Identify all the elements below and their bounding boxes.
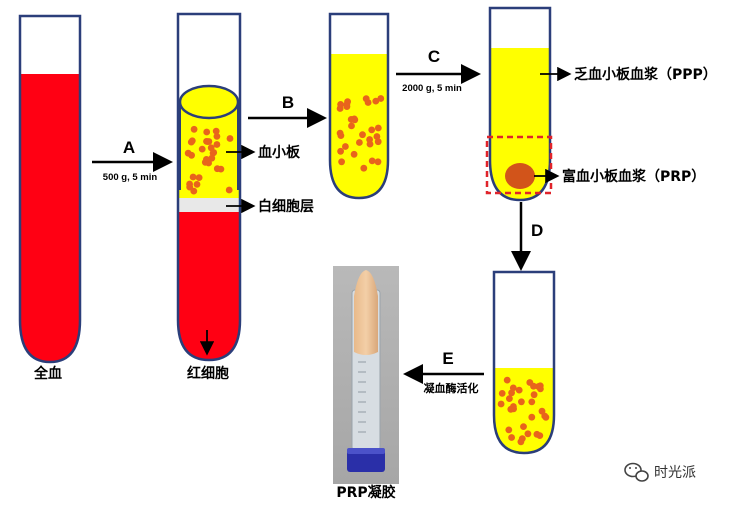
platelet-dot (497, 400, 505, 408)
whole-blood-label: 全血 (33, 365, 62, 382)
platelet-dot (360, 164, 368, 172)
platelet-dot (368, 126, 376, 134)
step-c-letter: C (428, 47, 440, 66)
step-a-condition: 500 g, 5 min (103, 172, 158, 183)
platelet-dot (517, 438, 525, 446)
platelet-dot (526, 379, 534, 386)
platelet-dot (350, 115, 358, 123)
platelet-dot (524, 430, 532, 438)
buffy-coat-layer (178, 198, 240, 212)
platelet-dot (503, 376, 511, 384)
platelet-dot (195, 174, 203, 182)
platelet-dot (210, 149, 218, 156)
step-e-condition: 凝血酶活化 (424, 381, 479, 395)
platelet-dot (359, 131, 366, 139)
red-cell-layer (178, 212, 240, 360)
platelet-dot (350, 150, 358, 158)
step-b-letter: B (282, 93, 294, 112)
platelet-dot (520, 423, 527, 430)
platelet-dot (213, 141, 221, 148)
prp-label: 富血小板血浆（PRP） (562, 168, 705, 185)
buffy-coat-label: 白细胞层 (258, 198, 314, 215)
platelet-dot (356, 139, 363, 146)
platelet-dot (337, 132, 345, 140)
tube-plasma (328, 12, 390, 200)
platelet-dot (198, 145, 206, 153)
platelet-dot (362, 95, 370, 103)
platelet-dot (226, 135, 234, 142)
platelet-dot (528, 413, 536, 421)
tube-separated (176, 12, 242, 362)
platelet-dot (189, 173, 197, 181)
platelet-dot (343, 103, 351, 110)
platelet-dot (528, 398, 536, 406)
platelet-dot (366, 140, 374, 148)
platelet-dot (505, 426, 513, 434)
platelet-dot (498, 390, 506, 397)
platelet-dot (188, 137, 196, 145)
platelet-dot (530, 391, 538, 399)
tube-whole-blood (18, 14, 82, 364)
platelet-dot (208, 154, 216, 162)
red-cells-label: 红细胞 (187, 365, 229, 382)
platelet-dot (508, 434, 515, 441)
platelet-dot (337, 147, 344, 155)
platelet-dots-tube2 (184, 125, 234, 195)
prp-pellet (505, 163, 535, 189)
platelet-dot (338, 158, 345, 166)
platelet-dot (190, 125, 198, 133)
platelet-dot (373, 133, 381, 140)
step-d-letter: D (531, 221, 543, 240)
platelet-dot (368, 157, 376, 165)
prp-gel-photo (333, 266, 399, 484)
platelet-dot (213, 165, 221, 173)
platelet-dot (201, 158, 209, 166)
tube-prp (492, 270, 556, 455)
tube-ppp-prp (485, 6, 553, 202)
plasma-cylinder-top (178, 84, 240, 120)
platelet-dot (374, 124, 382, 132)
prp-gel-clot (354, 270, 378, 355)
ppp-label: 乏血小板血浆（PPP） (574, 66, 717, 83)
platelet-dot (213, 133, 221, 140)
step-e-letter: E (442, 349, 453, 368)
platelet-dot (374, 138, 382, 146)
watermark: 时光派 (624, 462, 696, 482)
watermark-text: 时光派 (654, 465, 696, 481)
platelet-dot (533, 430, 541, 438)
platelet-dot (203, 128, 211, 136)
platelet-dots-tube3 (336, 95, 385, 172)
whole-blood-fill (20, 74, 80, 362)
prp-highlight-box (485, 135, 553, 195)
platelet-dot (374, 158, 382, 166)
platelet-dot (515, 386, 523, 394)
platelet-dot (372, 97, 380, 105)
platelet-dot (337, 101, 344, 108)
step-a-letter: A (123, 138, 135, 157)
platelet-dot (518, 398, 525, 406)
platelet-dot (184, 149, 192, 157)
platelet-dot (204, 138, 212, 146)
platelet-dots-tube5 (497, 376, 550, 446)
platelet-dot (212, 127, 220, 135)
platelet-dot (538, 407, 546, 415)
platelet-dot (342, 143, 349, 150)
prp-gel-label: PRP凝胶 (336, 484, 395, 501)
platelet-dot (348, 122, 355, 130)
platelet-dot (193, 181, 201, 188)
platelet-dot (377, 95, 385, 102)
platelets-label: 血小板 (258, 144, 301, 161)
platelet-dot (225, 186, 233, 194)
platelet-dot (509, 384, 517, 392)
platelet-dot (507, 405, 515, 413)
platelet-dot (186, 183, 194, 191)
platelet-dot (537, 385, 544, 393)
step-c-condition: 2000 g, 5 min (402, 83, 462, 94)
platelet-dot (506, 395, 513, 402)
wechat-icon (624, 462, 649, 482)
